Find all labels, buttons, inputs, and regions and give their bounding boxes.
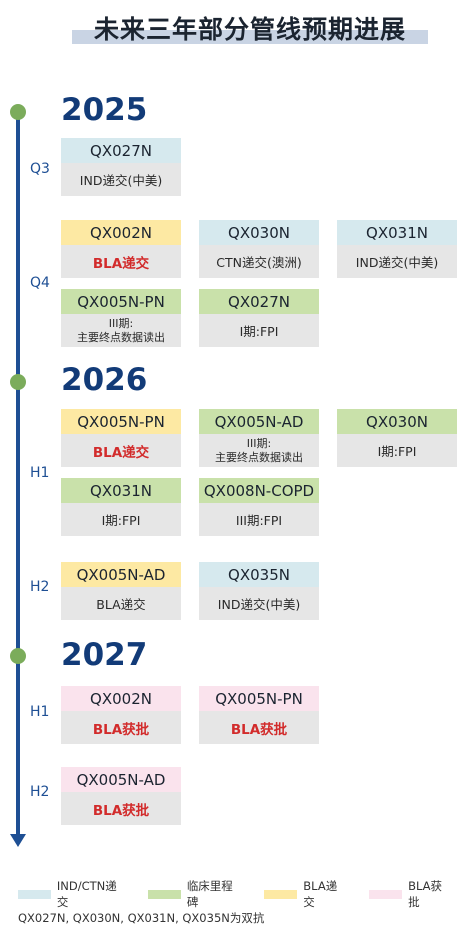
card-status: BLA获批 [199, 711, 319, 744]
pipeline-card: QX035N IND递交(中美) [199, 562, 319, 620]
card-code: QX005N-PN [61, 409, 181, 434]
card-code: QX027N [199, 289, 319, 314]
card-status: III期:FPI [199, 503, 319, 536]
card-status-line: III期: [108, 316, 134, 330]
legend-swatch [369, 889, 403, 899]
card-status: BLA递交 [61, 587, 181, 620]
card-code: QX008N-COPD [199, 478, 319, 503]
legend-item-ind: IND/CTN递交 [18, 878, 126, 910]
period-2027-h1: H1 [30, 704, 50, 720]
year-2026: 2026 [61, 362, 148, 398]
legend-swatch [264, 889, 298, 899]
card-code: QX031N [337, 220, 457, 245]
pipeline-card: QX005N-PN BLA获批 [199, 686, 319, 744]
period-2025-q4: Q4 [30, 275, 50, 291]
card-status: CTN递交(澳洲) [199, 245, 319, 278]
card-code: QX030N [199, 220, 319, 245]
card-code: QX002N [61, 220, 181, 245]
year-2027: 2027 [61, 637, 148, 673]
legend-item-bla-approve: BLA获批 [369, 878, 452, 910]
legend-label: BLA获批 [408, 879, 443, 909]
timeline-dot-2027 [10, 648, 26, 664]
legend-label: BLA递交 [303, 879, 338, 909]
period-2026-h2: H2 [30, 579, 50, 595]
footnote: QX027N, QX030N, QX031N, QX035N为双抗 [18, 911, 265, 925]
legend-label: 临床里程碑 [186, 879, 233, 909]
card-code: QX005N-AD [61, 562, 181, 587]
legend-swatch [147, 889, 181, 899]
pipeline-card: QX005N-PN III期:主要终点数据读出 [61, 289, 181, 347]
pipeline-card: QX008N-COPD III期:FPI [199, 478, 319, 536]
card-code: QX005N-PN [199, 686, 319, 711]
pipeline-card: QX031N I期:FPI [61, 478, 181, 536]
card-status-line: 主要终点数据读出 [77, 330, 165, 344]
card-code: QX005N-AD [199, 409, 319, 434]
year-2025: 2025 [61, 92, 148, 128]
card-code: QX027N [61, 138, 181, 163]
pipeline-card: QX005N-PN BLA递交 [61, 409, 181, 467]
card-status: IND递交(中美) [199, 587, 319, 620]
pipeline-card: QX005N-AD III期:主要终点数据读出 [199, 409, 319, 467]
timeline-dot-2026 [10, 374, 26, 390]
card-status-line: 主要终点数据读出 [215, 450, 303, 464]
card-status: BLA获批 [61, 792, 181, 825]
period-2026-h1: H1 [30, 465, 50, 481]
page-title: 未来三年部分管线预期进展 [60, 8, 440, 48]
card-status: I期:FPI [199, 314, 319, 347]
legend-swatch [18, 889, 51, 899]
card-status: BLA递交 [61, 245, 181, 278]
card-code: QX005N-AD [61, 767, 181, 792]
legend-item-bla-submit: BLA递交 [264, 878, 347, 910]
pipeline-card: QX005N-AD BLA获批 [61, 767, 181, 825]
pipeline-card: QX027N I期:FPI [199, 289, 319, 347]
timeline-arrow-icon [10, 834, 26, 847]
timeline-dot-2025 [10, 104, 26, 120]
card-status: III期:主要终点数据读出 [199, 434, 319, 467]
legend: IND/CTN递交 临床里程碑 BLA递交 BLA获批 [18, 879, 474, 909]
card-status: BLA递交 [61, 434, 181, 467]
card-status: I期:FPI [61, 503, 181, 536]
card-code: QX005N-PN [61, 289, 181, 314]
period-2025-q3: Q3 [30, 161, 50, 177]
card-code: QX002N [61, 686, 181, 711]
legend-item-milestone: 临床里程碑 [147, 878, 242, 910]
card-status-line: III期: [246, 436, 272, 450]
pipeline-card: QX031N IND递交(中美) [337, 220, 457, 278]
pipeline-card: QX002N BLA递交 [61, 220, 181, 278]
card-code: QX031N [61, 478, 181, 503]
pipeline-card: QX002N BLA获批 [61, 686, 181, 744]
title-highlight [72, 30, 428, 44]
card-code: QX035N [199, 562, 319, 587]
legend-label: IND/CTN递交 [56, 879, 117, 909]
card-status: BLA获批 [61, 711, 181, 744]
pipeline-card: QX027N IND递交(中美) [61, 138, 181, 196]
pipeline-card: QX005N-AD BLA递交 [61, 562, 181, 620]
title-text: 未来三年部分管线预期进展 [93, 15, 406, 44]
period-2027-h2: H2 [30, 784, 50, 800]
card-code: QX030N [337, 409, 457, 434]
card-status: IND递交(中美) [337, 245, 457, 278]
pipeline-card: QX030N I期:FPI [337, 409, 457, 467]
card-status: I期:FPI [337, 434, 457, 467]
pipeline-card: QX030N CTN递交(澳洲) [199, 220, 319, 278]
card-status: III期:主要终点数据读出 [61, 314, 181, 347]
timeline-axis [16, 116, 20, 836]
card-status: IND递交(中美) [61, 163, 181, 196]
